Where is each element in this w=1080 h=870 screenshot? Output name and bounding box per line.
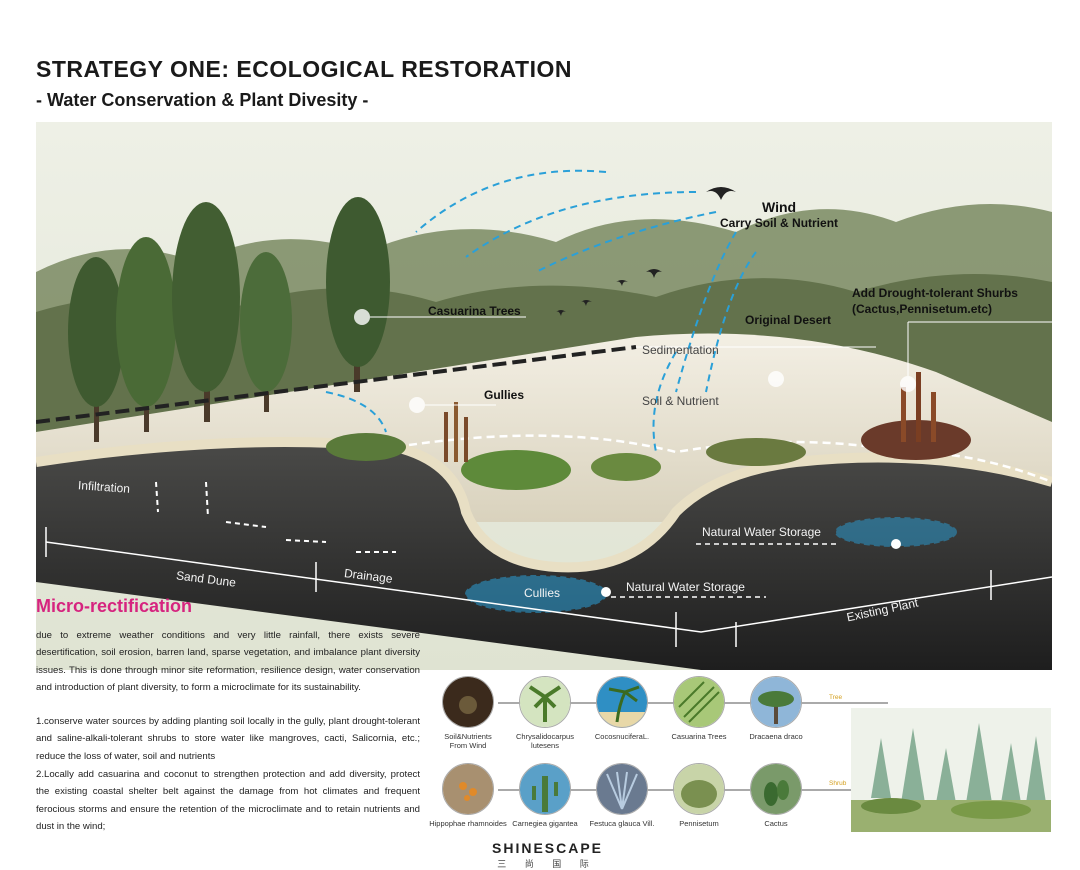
plant-name: Festuca glauca Vill. [589,819,655,828]
palm-icon [519,676,571,728]
plant-name: Carnegiea gigantea [512,819,578,828]
plant-name: Soil&Nutrients [444,732,492,741]
cactus-icon [750,763,802,815]
plant-name: Cactus [764,819,788,828]
plant-name: Chrysalidocarpus [516,732,574,741]
wind-sub-label: Carry Soil & Nutrient [720,216,839,230]
pennisetum-icon [673,763,725,815]
cross-section-illustration [35,122,1054,670]
plant-name: Hippophae rhamnoides [429,819,507,828]
planting-rendering-image [851,708,1051,832]
plant-palette: Soil&Nutrients From Wind Chrysalidocarpu… [429,676,1003,828]
plant-festuca: Festuca glauca Vill. [582,763,662,828]
soil-icon [442,676,494,728]
plant-dracaena: Dracaena draco [736,676,816,741]
brand-logo-chinese: 三 尚 国 际 [497,859,597,869]
tree-tag: Tree [829,694,843,701]
wind-label: Wind [762,199,797,215]
casuarina-icon [673,676,725,728]
saguaro-icon [519,763,571,815]
cross-section-diagram: Wind Carry Soil & Nutrient Casuarina Tre… [35,122,1054,670]
casuarina-label: Casuarina Trees [428,304,521,318]
micro-paragraph-2: 1.conserve water sources by adding plant… [36,716,420,762]
original-desert-label: Original Desert [745,313,832,327]
micro-paragraph-3: 2.Locally add casuarina and coconut to s… [36,769,420,832]
plant-cocos: CocosnuciferaL. [582,676,662,741]
plant-pennisetum: Pennisetum [659,763,739,828]
plant-name: CocosnuciferaL. [594,732,650,741]
section-lines [45,527,1053,647]
page-subtitle: - Water Conservation & Plant Divesity - [36,90,369,110]
plant-name: Dracaena draco [749,732,803,741]
plant-name: Pennisetum [679,819,719,828]
micro-paragraph-1: due to extreme weather conditions and ve… [36,630,420,693]
cullies-label: Cullies [524,586,561,600]
soil-nutrient-label: Soil & Nutrient [642,394,719,408]
coconut-icon [596,676,648,728]
sedimentation-line [35,345,637,424]
plant-casuarina: Casuarina Trees [659,676,739,741]
hippophae-icon [442,763,494,815]
festuca-icon [596,763,648,815]
plant-name-2: From Wind [449,741,487,750]
surface-band [35,437,1054,573]
callout-markers [354,309,916,597]
plant-soil-nutrients: Soil&Nutrients From Wind [428,676,508,750]
page-title: STRATEGY ONE: ECOLOGICAL RESTORATION [36,56,572,82]
plant-hippophae: Hippophae rhamnoides [428,763,508,828]
natural-water-storage-right-label: Natural Water Storage [702,525,821,539]
brand-logo: SHINESCAPE [492,840,604,856]
dracaena-icon [750,676,802,728]
natural-water-storage-center-label: Natural Water Storage [626,580,745,594]
planting-rendering [851,708,1051,832]
shrub-clumps [326,372,971,490]
sedimentation-label: Sedimentation [642,343,719,357]
bird-silhouettes [556,187,736,316]
drought-label-line2: (Cactus,Pennisetum.etc) [852,302,993,316]
gullies-label: Gullies [484,388,525,402]
plant-chrysalidocarpus: Chrysalidocarpus lutesens [505,676,585,750]
plant-carnegiea: Carnegiea gigantea [505,763,585,828]
micro-rectification-title: Micro-rectification [36,596,193,616]
wind-arrows [325,169,757,453]
drainage-arrows [155,481,396,553]
casuarina-tree-group [68,197,390,442]
plant-cactus: Cactus [736,763,816,828]
plant-name-2: lutesens [531,741,559,750]
drought-label-line1: Add Drought-tolerant Shurbs [852,286,1018,300]
plant-name: Casuarina Trees [671,732,727,741]
shrub-tag: Shrub [829,780,847,787]
callout-lines [370,316,1052,406]
soil-layer [36,442,1052,670]
